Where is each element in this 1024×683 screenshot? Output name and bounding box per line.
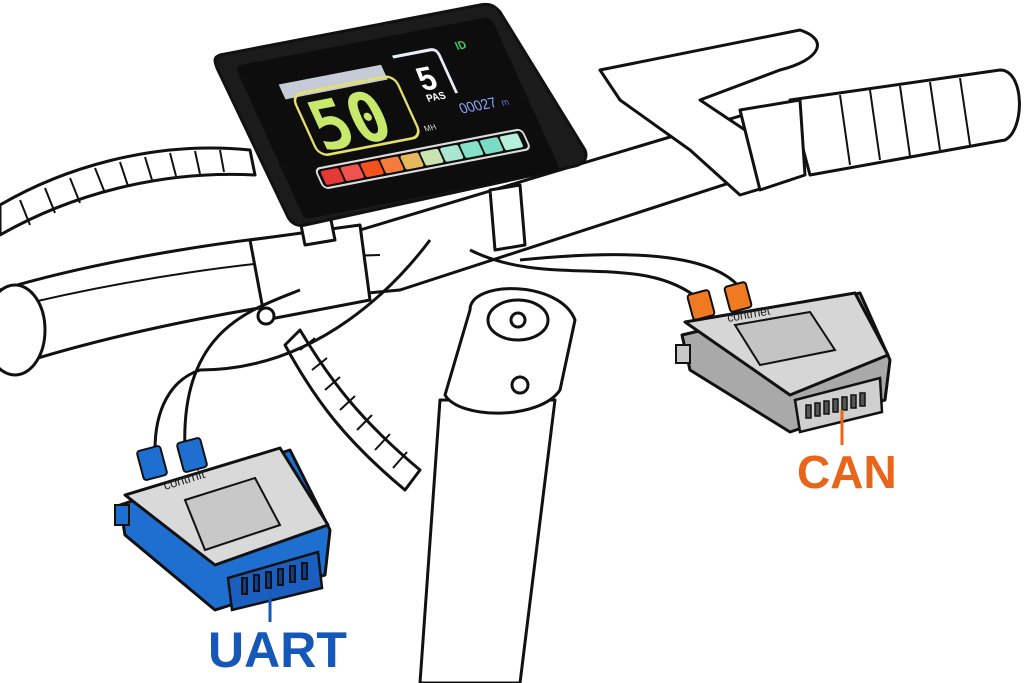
can-label: CAN <box>797 446 897 498</box>
battery-segment <box>440 144 464 162</box>
battery-segment <box>460 141 484 158</box>
odometer: 00027 <box>457 95 500 118</box>
assist-label: PAS <box>425 91 448 105</box>
speed-unit: MH <box>422 122 438 133</box>
brake-cable-left <box>0 146 422 492</box>
battery-segment <box>380 156 404 174</box>
display-screen: 50 MH 5 PAS ID 00027 m <box>236 17 559 219</box>
battery-segment <box>400 152 424 170</box>
uart-controller: contrnit <box>114 437 332 622</box>
handlebar <box>0 28 1021 377</box>
battery-bar <box>320 133 523 185</box>
odometer-unit: m <box>499 97 511 108</box>
battery-segment <box>360 160 384 178</box>
stem <box>248 183 577 683</box>
display-unit: 50 MH 5 PAS ID 00027 m <box>213 2 588 227</box>
cables <box>153 239 747 451</box>
can-controller: contrrlet <box>675 281 892 445</box>
uart-label: UART <box>208 622 347 678</box>
battery-segment <box>480 137 504 154</box>
battery-segment <box>420 148 444 166</box>
battery-segment <box>499 133 523 151</box>
mode-icon: ID <box>453 39 469 53</box>
battery-segment <box>340 164 364 181</box>
battery-segment <box>320 168 344 185</box>
